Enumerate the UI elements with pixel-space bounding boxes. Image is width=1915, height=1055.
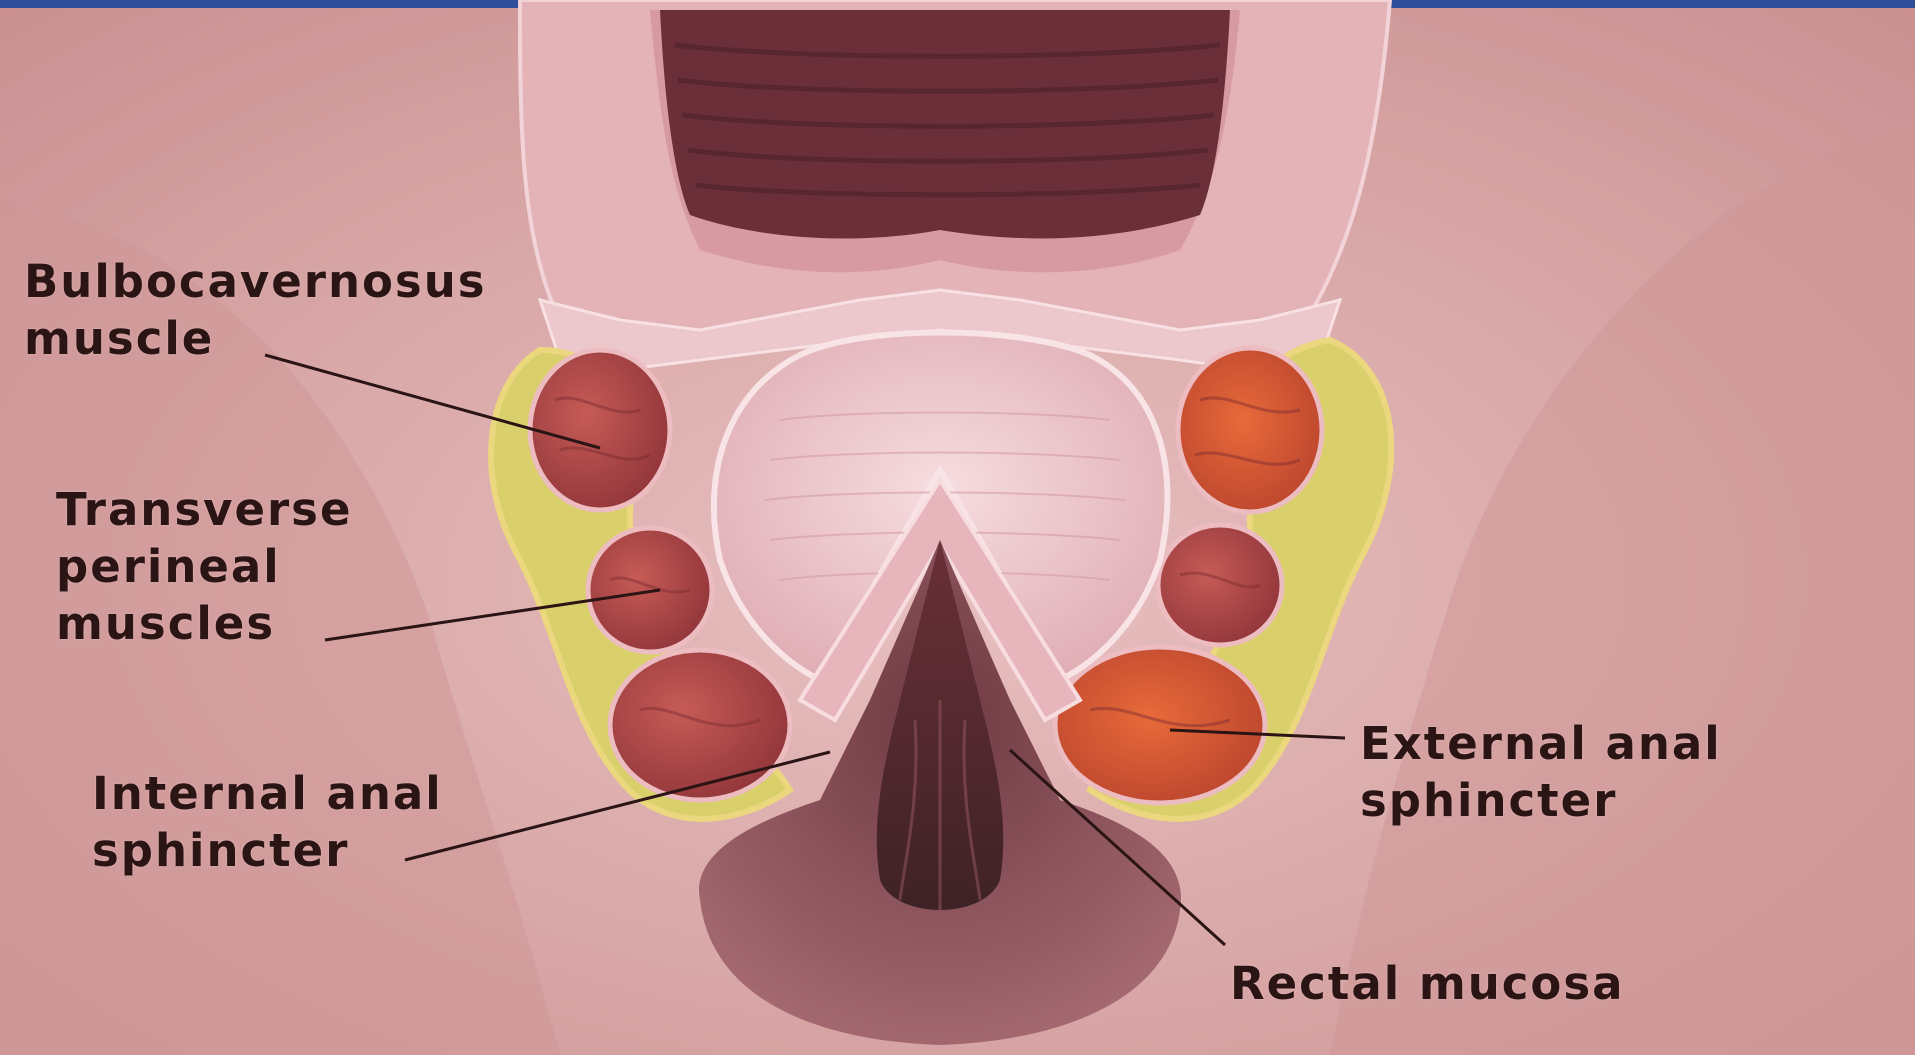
label-line: Internal anal <box>92 765 443 822</box>
label-rectal-mucosa: Rectal mucosa <box>1230 955 1624 1012</box>
label-line: External anal <box>1360 715 1722 772</box>
label-line: muscle <box>24 310 487 367</box>
label-transverse-perineal-muscles: Transverse perineal muscles <box>56 481 352 652</box>
right-transverse-perineal <box>1158 525 1282 645</box>
label-line: sphincter <box>1360 772 1722 829</box>
right-bulbocavernosus <box>1178 348 1322 512</box>
label-line: Transverse <box>56 481 352 538</box>
label-line: perineal <box>56 538 352 595</box>
label-external-anal-sphincter: External anal sphincter <box>1360 715 1722 829</box>
label-line: Rectal mucosa <box>1230 955 1624 1012</box>
left-external-sphincter <box>610 650 790 800</box>
right-external-sphincter <box>1055 647 1265 803</box>
label-line: sphincter <box>92 822 443 879</box>
label-line: muscles <box>56 595 352 652</box>
label-line: Bulbocavernosus <box>24 253 487 310</box>
label-internal-anal-sphincter: Internal anal sphincter <box>92 765 443 879</box>
left-bulbocavernosus <box>530 350 670 510</box>
label-bulbocavernosus-muscle: Bulbocavernosus muscle <box>24 253 487 367</box>
